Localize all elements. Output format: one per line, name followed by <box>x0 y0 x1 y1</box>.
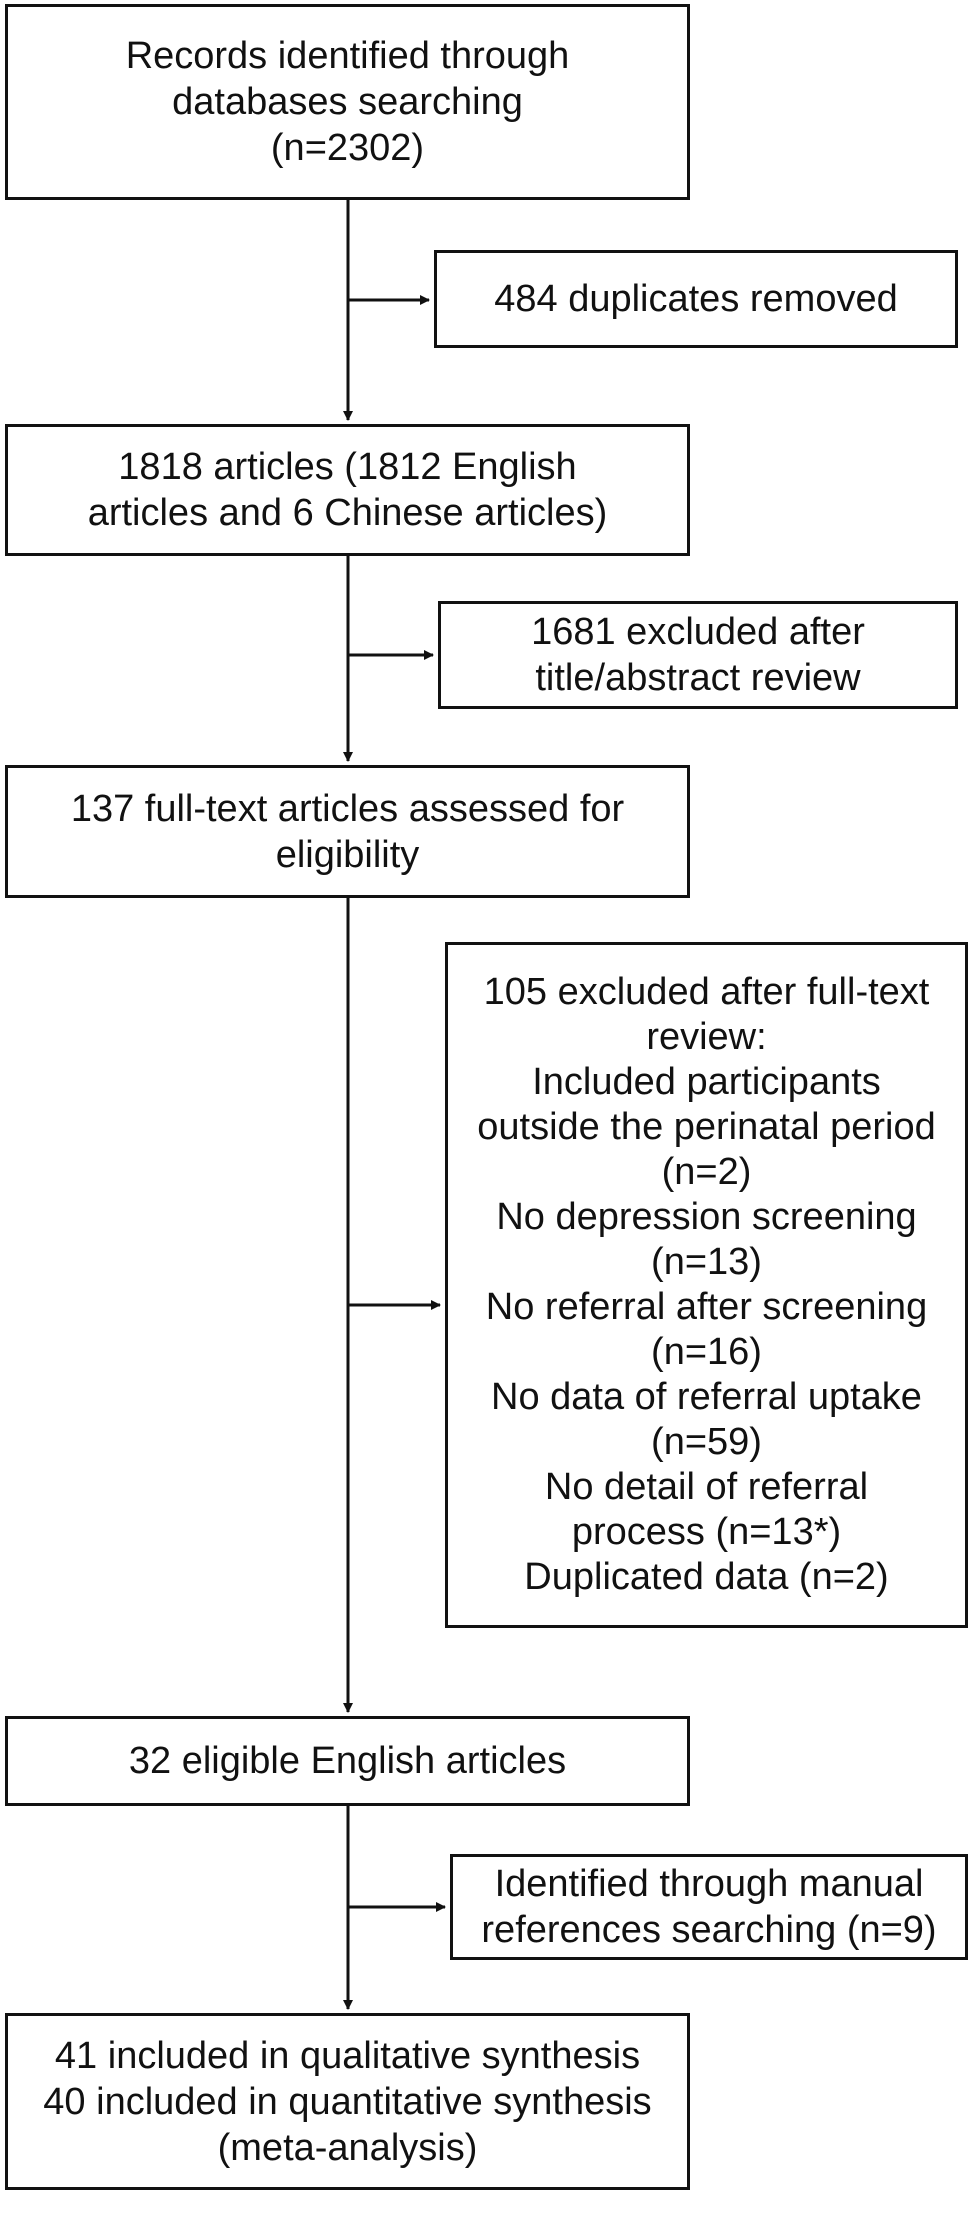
box-text-line: outside the perinatal period <box>477 1106 936 1148</box>
box-text-line: No data of referral uptake <box>491 1376 922 1418</box>
eligible-articles-box: 32 eligible English articles <box>5 1716 690 1806</box>
box-text-line: 484 duplicates removed <box>494 278 898 320</box>
box-text-line: (n=13) <box>651 1241 762 1283</box>
box-text-line: (n=2) <box>661 1151 752 1193</box>
box-text-line: (meta-analysis) <box>217 2126 478 2169</box>
box-text-line: 137 full-text articles assessed for <box>70 787 625 830</box>
box-text-line: 40 included in quantitative synthesis <box>43 2080 652 2123</box>
box-text-line: review: <box>646 1016 767 1058</box>
box-text-line: Records identified through <box>125 35 570 77</box>
box-text-line: 1681 excluded after <box>531 611 865 653</box>
box-text-line: 32 eligible English articles <box>128 1740 567 1782</box>
box-text-line: Duplicated data (n=2) <box>524 1556 889 1598</box>
box-text-line: (n=2302) <box>270 127 425 169</box>
box-text-line: 105 excluded after full-text <box>483 971 930 1013</box>
box-text-line: No depression screening <box>496 1196 917 1238</box>
box-text-line: No detail of referral <box>544 1466 869 1508</box>
box-text-line: databases searching <box>172 81 523 123</box>
box-text-line: articles and 6 Chinese articles) <box>87 492 608 534</box>
box-text-line: (n=59) <box>651 1421 762 1463</box>
box-text-line: references searching (n=9) <box>481 1909 937 1951</box>
box-text-line: Identified through manual <box>494 1863 924 1905</box>
box-text-line: No referral after screening <box>485 1286 928 1328</box>
box-text-line: (n=16) <box>651 1331 762 1373</box>
duplicates-removed-box: 484 duplicates removed <box>434 250 958 348</box>
box-text-line: process (n=13*) <box>571 1511 842 1553</box>
box-text-line: 41 included in qualitative synthesis <box>54 2034 641 2077</box>
box-text-line: eligibility <box>275 833 420 876</box>
box-text-line: 1818 articles (1812 English <box>118 446 577 488</box>
box-text-line: title/abstract review <box>535 657 861 699</box>
box-text-line: Included participants <box>532 1061 881 1103</box>
